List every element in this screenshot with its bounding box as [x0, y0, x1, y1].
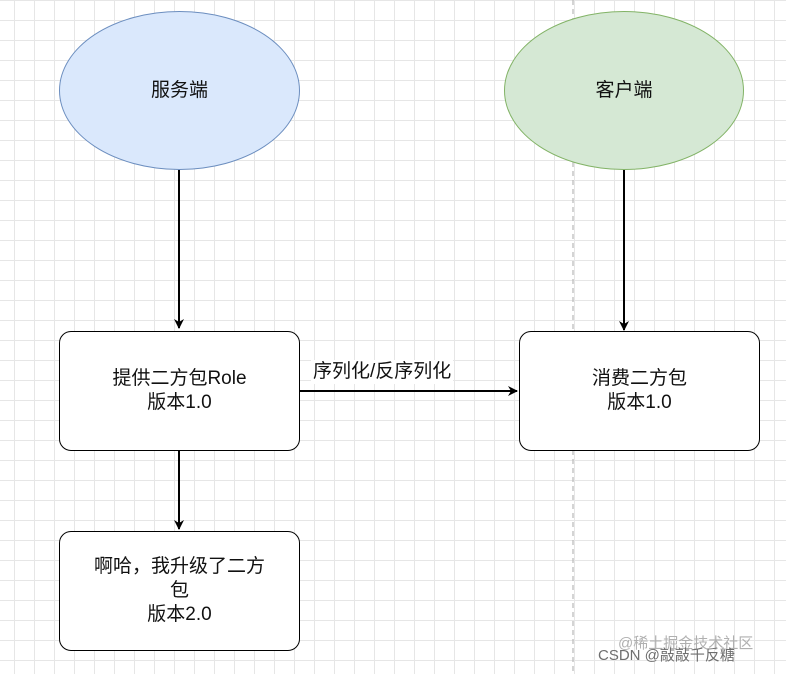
consumer-node-line2: 版本1.0	[607, 392, 672, 413]
upgrade-node-line3: 版本2.0	[147, 604, 212, 625]
client-node[interactable]: 客户端	[504, 11, 744, 170]
serialize-edge-label: 序列化/反序列化	[311, 360, 454, 384]
upgrade-node-line2: 包	[169, 580, 189, 601]
provider-node[interactable]: 提供二方包Role 版本1.0	[59, 331, 300, 451]
server-node[interactable]: 服务端	[59, 11, 300, 170]
client-node-label: 客户端	[595, 79, 653, 101]
upgrade-node-line1: 啊哈，我升级了二方	[93, 556, 265, 577]
provider-node-line2: 版本1.0	[147, 392, 212, 413]
provider-node-line1: 提供二方包Role	[112, 368, 247, 389]
upgrade-node[interactable]: 啊哈，我升级了二方 包 版本2.0	[59, 531, 300, 651]
consumer-node[interactable]: 消费二方包 版本1.0	[519, 331, 760, 451]
csdn-watermark: CSDN @敲敲千反糖	[598, 647, 735, 664]
juejin-watermark: @稀土掘金技术社区	[618, 635, 754, 652]
consumer-node-line1: 消费二方包	[591, 368, 687, 389]
server-node-label: 服务端	[150, 79, 208, 101]
